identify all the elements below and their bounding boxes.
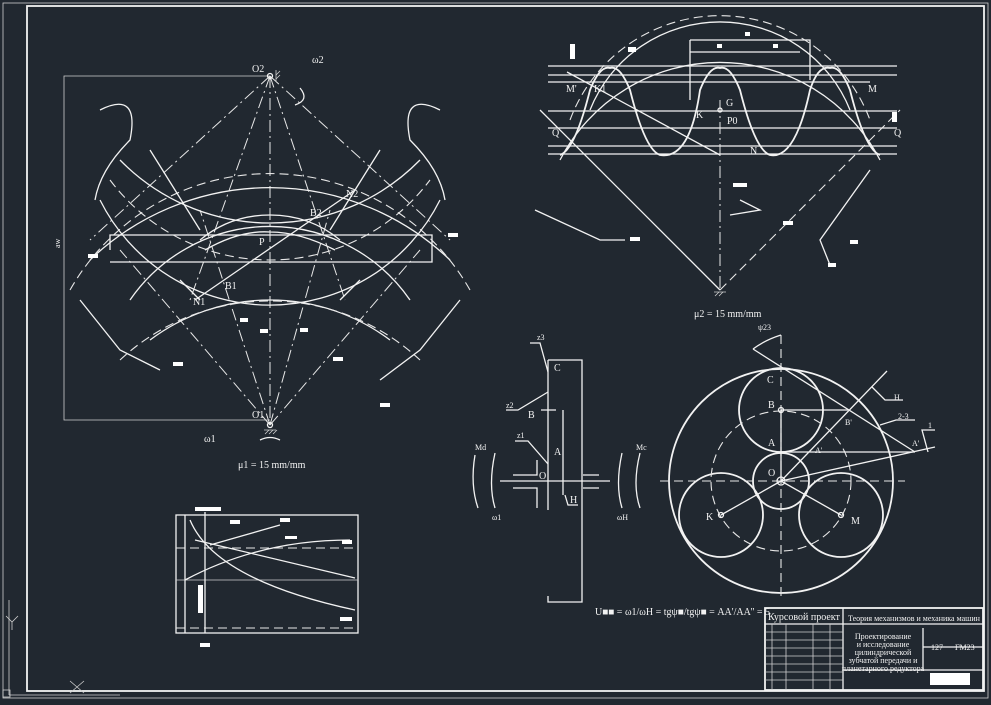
label-z2: z2 — [506, 401, 514, 410]
label-z3: z3 — [537, 333, 545, 342]
label-k1: K1 — [594, 84, 606, 95]
label-m-prime: M' — [566, 84, 577, 95]
dimension-aw: aw — [53, 238, 62, 248]
ucs-x-icon — [69, 680, 85, 694]
title-group: ГМ23 — [955, 643, 975, 652]
line-of-action — [194, 189, 356, 301]
label-omegaH: ωH — [617, 513, 628, 522]
label-b: B — [528, 410, 535, 421]
label-n1: N1 — [193, 297, 205, 308]
label-c: C — [554, 363, 561, 374]
label-n2: N2 — [346, 189, 358, 200]
label-k-plan: K — [706, 512, 714, 523]
label-line-2-3: 2-3 — [898, 412, 909, 421]
label-line-1: 1 — [928, 421, 932, 430]
title-subject: Теория механизмов и механика машин — [848, 614, 981, 623]
gear-mesh-drawing: aw — [53, 55, 471, 471]
label-k: K — [696, 110, 704, 121]
label-p0: P0 — [727, 116, 738, 127]
title-line-5: планетарного редуктора — [842, 664, 925, 673]
label-md: Md — [475, 443, 486, 452]
label-o-plan: O — [768, 468, 775, 479]
label-n: N — [750, 146, 757, 157]
diagram-plot — [175, 507, 359, 647]
rack-engagement-drawing: M' K1 M G K P0 Q Q N μ2 = 15 mm/mm — [534, 15, 902, 320]
title-line-2: и исследование — [857, 640, 910, 649]
label-a-prime: A' — [912, 439, 920, 448]
label-z1: z1 — [517, 431, 525, 440]
label-p: P — [259, 237, 265, 248]
label-o2: O2 — [252, 64, 264, 75]
label-psi23: ψ23 — [758, 323, 771, 332]
title-course: Курсовой проект — [768, 612, 841, 623]
label-mc: Mc — [636, 443, 647, 452]
label-h-plan: H — [894, 393, 900, 402]
label-o: O — [539, 471, 546, 482]
drawing-frame — [26, 5, 985, 692]
planetary-kinematic-scheme: z3 C z2 B z1 A O Md Mc H ω1 ωH U■■ = ω1/… — [472, 333, 770, 618]
ucs-origin-icon — [2, 689, 11, 698]
label-g: G — [726, 98, 733, 109]
label-a: A — [554, 447, 562, 458]
scale-mu1: μ1 = 15 mm/mm — [238, 460, 306, 471]
title-line-1: Проектирование — [855, 632, 912, 641]
label-o1: O1 — [252, 410, 264, 421]
label-a-plan: A — [768, 438, 776, 449]
gear-ratio-formula: U■■ = ω1/ωH = tgψ■/tgψ■ = AA'/AA'' = 5 — [595, 607, 770, 618]
label-omega1: ω1 — [204, 434, 216, 445]
title-line-4: зубчатой передачи и — [849, 656, 919, 665]
label-h: H — [570, 495, 577, 506]
label-c-plan: C — [767, 375, 774, 386]
label-b1: B1 — [225, 281, 237, 292]
label-m: M — [868, 84, 877, 95]
label-b2: B2 — [310, 208, 322, 219]
ucs-y-icon — [5, 615, 19, 630]
label-q-right: Q — [894, 128, 902, 139]
title-line-3: цилиндрической — [855, 648, 912, 657]
title-sheet: 127 — [931, 643, 943, 652]
center-distance-dimension — [63, 75, 270, 421]
planetary-velocity-plan: ψ23 C B A O K M H 2-3 1 B' A' A' — [660, 323, 936, 600]
label-b-plan: B — [768, 400, 775, 411]
label-omega2: ω2 — [312, 55, 324, 66]
label-q-left: Q — [552, 128, 560, 139]
label-b-prime: B' — [845, 418, 852, 427]
scale-mu2: μ2 = 15 mm/mm — [694, 309, 762, 320]
label-m-plan: M — [851, 516, 860, 527]
title-block: Курсовой проект Теория механизмов и меха… — [764, 607, 984, 691]
label-a-prime-2: A' — [815, 446, 823, 455]
label-omega1-scheme: ω1 — [492, 513, 501, 522]
